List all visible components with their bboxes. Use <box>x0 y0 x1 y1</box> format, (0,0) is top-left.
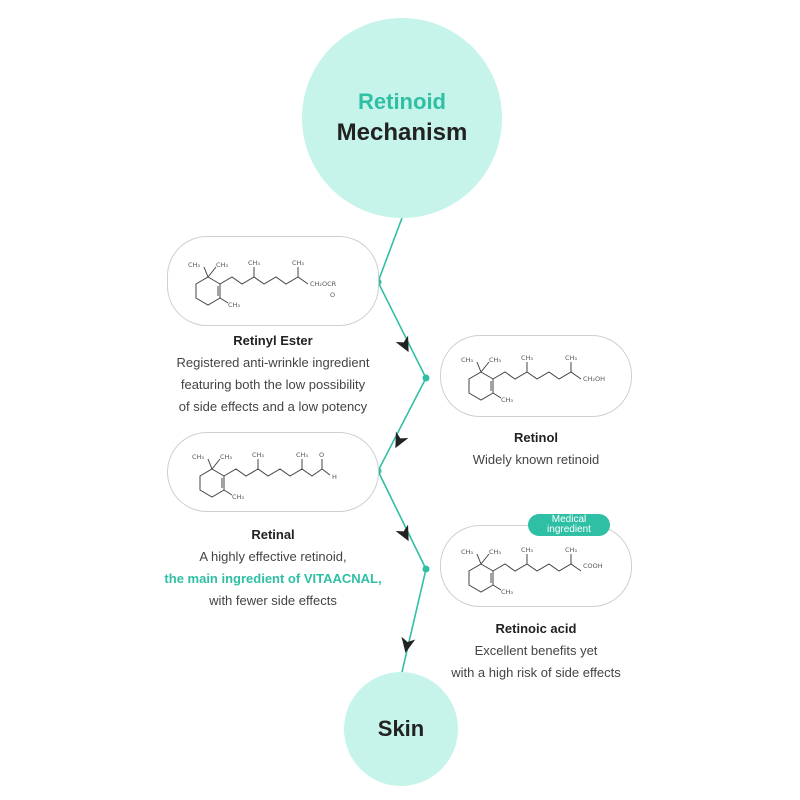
title-retinoid: Retinoid <box>358 89 446 114</box>
step-line: with fewer side effects <box>209 593 337 608</box>
retinol-structure: CH₃ CH₃ CH₃ CH₃ CH₃ CH₂OH <box>440 335 632 417</box>
ch3-label: CH₃ <box>521 354 533 362</box>
step-line: Excellent benefits yet <box>474 643 598 658</box>
badge-line2: ingredient <box>547 524 591 535</box>
ch3-label: CH₃ <box>521 546 533 554</box>
ch3-label: CH₃ <box>489 356 501 364</box>
ch3-label: CH₃ <box>461 356 473 364</box>
functional-group-sub: O <box>330 291 335 299</box>
ch3-label: CH₃ <box>248 259 260 267</box>
ch3-label: CH₃ <box>501 588 513 596</box>
retinyl-ester-description: Retinyl Ester Registered anti-wrinkle in… <box>140 330 406 418</box>
functional-group: CH₂OH <box>583 375 605 383</box>
ch3-label: CH₃ <box>489 548 501 556</box>
ch3-label: CH₃ <box>220 453 232 461</box>
ch3-label: CH₃ <box>296 451 308 459</box>
ch3-label: CH₃ <box>188 261 200 269</box>
functional-group: COOH <box>583 562 603 570</box>
functional-group-sub: H <box>332 473 337 481</box>
functional-group: CH₂OCR <box>310 280 337 288</box>
flow-line <box>377 217 427 673</box>
step-line: A highly effective retinoid, <box>199 549 347 564</box>
retinal-molecule-icon: CH₃ CH₃ CH₃ CH₃ CH₃ O H <box>192 451 337 501</box>
retinoic-acid-structure: CH₃ CH₃ CH₃ CH₃ CH₃ COOH <box>440 525 632 607</box>
retinoic-acid-description: Retinoic acid Excellent benefits yet wit… <box>420 618 652 684</box>
step-name: Retinal <box>251 527 295 542</box>
ch3-label: CH₃ <box>292 259 304 267</box>
ch3-label: CH₃ <box>192 453 204 461</box>
step-line: featuring both the low possibility <box>180 377 366 392</box>
step-line: Widely known retinoid <box>472 452 600 467</box>
skin-label: Skin <box>377 716 425 741</box>
ch3-label: CH₃ <box>461 548 473 556</box>
arrow-head-icon <box>395 335 409 353</box>
retinyl-ester-structure: CH₃ CH₃ CH₃ CH₃ CH₃ CH₂OCR O <box>167 236 379 326</box>
ch3-label: CH₃ <box>252 451 264 459</box>
ch3-label: CH₃ <box>232 493 244 501</box>
node-dot-icon <box>422 374 430 382</box>
ch3-label: CH₃ <box>565 546 577 554</box>
step-line: with a high risk of side effects <box>451 665 621 680</box>
medical-ingredient-badge: Medical ingredient <box>528 514 610 536</box>
retinol-description: Retinol Widely known retinoid <box>420 427 652 471</box>
ch3-label: CH₃ <box>216 261 228 269</box>
title-circle: Retinoid Mechanism <box>302 18 502 218</box>
ch3-label: CH₃ <box>228 301 240 309</box>
retinoic-acid-molecule-icon: CH₃ CH₃ CH₃ CH₃ CH₃ COOH <box>461 546 603 596</box>
step-name: Retinoic acid <box>495 621 577 636</box>
arrow-head-icon <box>395 431 409 449</box>
step-line: of side effects and a low potency <box>178 399 368 414</box>
step-name: Retinyl Ester <box>233 333 313 348</box>
step-line: Registered anti-wrinkle ingredient <box>176 355 370 370</box>
arrow-head-icon <box>395 524 409 542</box>
badge-line1: Medical <box>551 514 587 525</box>
retinal-description: Retinal A highly effective retinoid, the… <box>130 524 416 612</box>
step-name: Retinol <box>513 430 559 445</box>
title-mechanism: Mechanism <box>336 119 468 146</box>
retinol-molecule-icon: CH₃ CH₃ CH₃ CH₃ CH₃ CH₂OH <box>461 354 605 404</box>
highlight-line: the main ingredient of VITAACNAL, <box>164 571 382 586</box>
skin-circle: Skin <box>344 672 458 786</box>
node-dot-icon <box>422 565 430 573</box>
ch3-label: CH₃ <box>501 396 513 404</box>
retinyl-ester-molecule-icon: CH₃ CH₃ CH₃ CH₃ CH₃ CH₂OCR O <box>188 259 337 309</box>
ch3-label: CH₃ <box>565 354 577 362</box>
arrow-head-icon <box>401 636 416 653</box>
retinal-structure: CH₃ CH₃ CH₃ CH₃ CH₃ O H <box>167 432 379 512</box>
functional-group: O <box>319 451 324 459</box>
